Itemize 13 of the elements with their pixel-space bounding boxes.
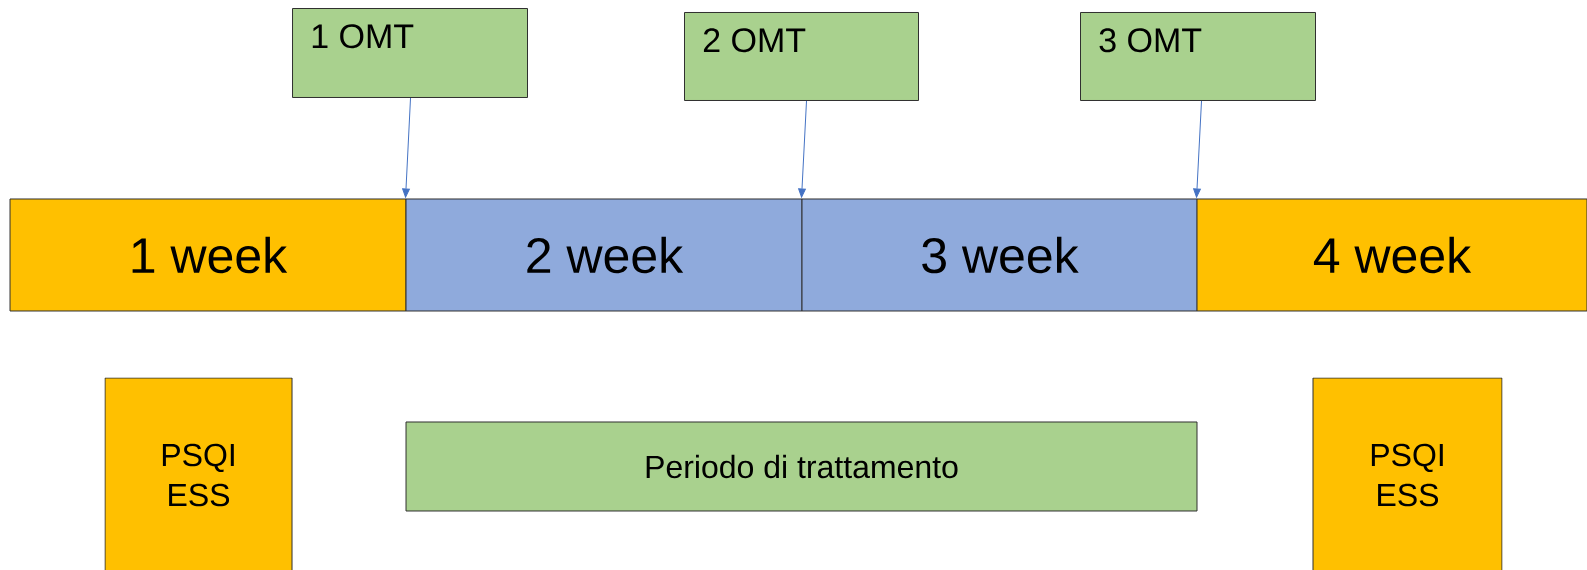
week-cell: 2 week (405, 198, 803, 312)
arrow (798, 100, 807, 198)
week-cell: 4 week (1196, 198, 1587, 312)
treatment-box: 3 OMT (1080, 12, 1316, 101)
arrow (1193, 100, 1202, 198)
treatment-box: 2 OMT (684, 12, 919, 101)
week-cell: 1 week (9, 198, 407, 312)
week-cell: 3 week (801, 198, 1198, 312)
measure-box: PSQI ESS (104, 377, 293, 570)
period-box: Periodo di trattamento (405, 421, 1198, 512)
treatment-box: 1 OMT (292, 8, 528, 98)
arrow (402, 97, 411, 198)
measure-box: PSQI ESS (1312, 377, 1503, 570)
